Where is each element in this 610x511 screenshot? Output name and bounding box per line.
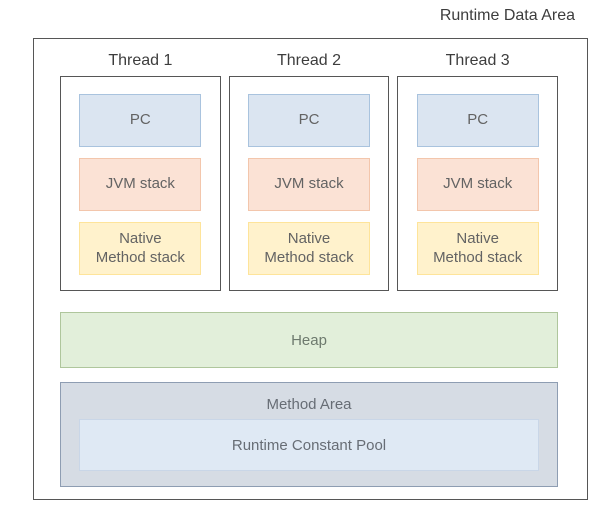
thread-2-native-method-stack-box: Native Method stack: [248, 222, 370, 275]
thread-column-1: Thread 1 PC JVM stack Native Method stac…: [60, 52, 221, 291]
thread-2-box: PC JVM stack Native Method stack: [228, 76, 390, 291]
native-method-stack-label: Native Method stack: [264, 230, 354, 266]
jvm-stack-label: JVM stack: [274, 175, 344, 193]
runtime-constant-pool-box: Runtime Constant Pool: [79, 419, 539, 471]
heap-label: Heap: [291, 331, 327, 349]
thread-1-label: Thread 1: [108, 52, 173, 69]
pc-label: PC: [129, 111, 151, 129]
thread-1-box: PC JVM stack Native Method stack: [60, 76, 221, 291]
thread-1-native-method-stack-box: Native Method stack: [79, 222, 202, 275]
jvm-stack-label: JVM stack: [443, 175, 513, 193]
thread-1-pc-box: PC: [79, 94, 202, 147]
native-method-stack-label: Native Method stack: [95, 230, 185, 266]
runtime-data-area-container: Thread 1 PC JVM stack Native Method stac…: [33, 38, 588, 500]
thread-column-2: Thread 2 PC JVM stack Native Method stac…: [228, 52, 390, 291]
pc-label: PC: [467, 111, 489, 129]
method-area-label: Method Area: [266, 396, 352, 413]
thread-3-jvm-stack-box: JVM stack: [416, 158, 539, 211]
diagram-title: Runtime Data Area: [439, 7, 575, 24]
threads-row: Thread 1 PC JVM stack Native Method stac…: [60, 52, 559, 291]
thread-3-box: PC JVM stack Native Method stack: [397, 76, 559, 291]
thread-2-pc-box: PC: [248, 94, 370, 147]
runtime-constant-pool-label: Runtime Constant Pool: [231, 436, 387, 454]
thread-1-jvm-stack-box: JVM stack: [79, 158, 202, 211]
thread-3-pc-box: PC: [416, 94, 539, 147]
heap-box: Heap: [60, 312, 558, 368]
native-method-stack-label: Native Method stack: [433, 230, 523, 266]
thread-column-3: Thread 3 PC JVM stack Native Method stac…: [397, 52, 559, 291]
thread-2-jvm-stack-box: JVM stack: [248, 158, 370, 211]
thread-3-native-method-stack-box: Native Method stack: [416, 222, 539, 275]
thread-3-label: Thread 3: [445, 52, 510, 69]
pc-label: PC: [298, 111, 320, 129]
method-area-box: Method Area Runtime Constant Pool: [60, 382, 558, 487]
jvm-stack-label: JVM stack: [105, 175, 175, 193]
thread-2-label: Thread 2: [276, 52, 342, 69]
